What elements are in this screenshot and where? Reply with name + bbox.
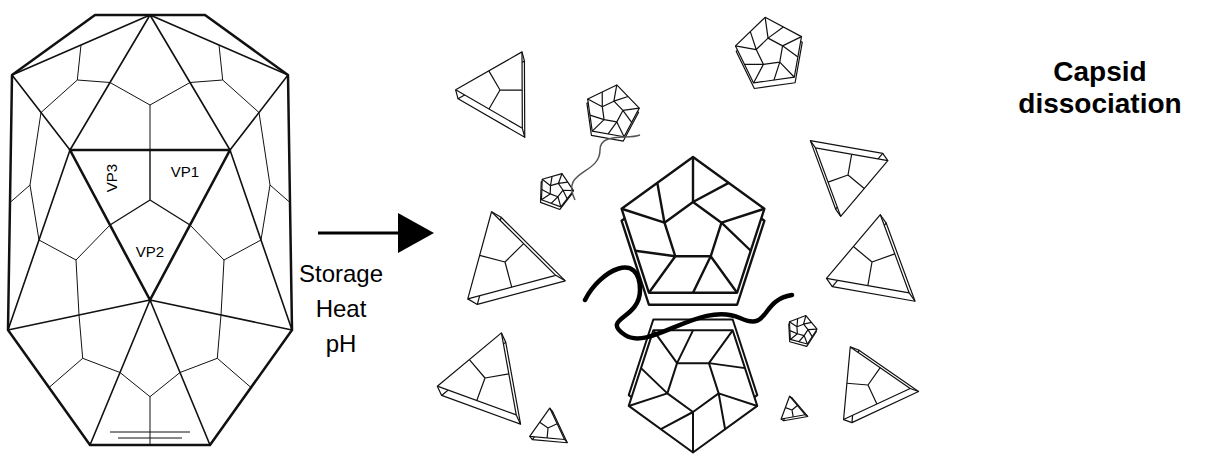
fragment-triangle xyxy=(529,407,570,443)
fragment-triangle xyxy=(435,319,548,425)
rna-strand xyxy=(585,268,792,339)
protein-label: VP2 xyxy=(134,243,166,260)
condition-label: Storage xyxy=(299,260,383,288)
arrow-shaft xyxy=(318,232,402,235)
fragment-triangle xyxy=(452,33,561,138)
arrow-head xyxy=(398,213,434,253)
protein-label: VP1 xyxy=(169,163,201,180)
fragment-triangle xyxy=(778,394,808,421)
fragment-pentamer xyxy=(732,13,808,91)
process-arrow xyxy=(318,213,434,253)
intact-capsid xyxy=(8,15,292,445)
fragment-triangle xyxy=(798,141,889,223)
front-face-subunits xyxy=(110,150,190,225)
protein-label: VP3 xyxy=(103,162,120,194)
fragment-triangle xyxy=(817,329,919,426)
capsid-fragments xyxy=(435,13,929,453)
fragment-pentamer xyxy=(582,80,643,142)
fragment-triangle xyxy=(825,207,929,301)
subunit-lines xyxy=(10,45,290,445)
fragment-triangle xyxy=(448,198,566,306)
fragment-pentamer xyxy=(784,312,819,348)
face-edges xyxy=(8,15,292,445)
condition-label: pH xyxy=(326,330,357,358)
condition-label: Heat xyxy=(316,295,367,323)
fragment-pentamer xyxy=(629,320,758,453)
front-face xyxy=(70,150,230,300)
rna-thin-strand xyxy=(572,135,640,200)
figure-title: Capsid dissociation xyxy=(1000,56,1200,120)
capsid-outline xyxy=(8,15,292,445)
fragment-pentamer xyxy=(622,157,765,305)
